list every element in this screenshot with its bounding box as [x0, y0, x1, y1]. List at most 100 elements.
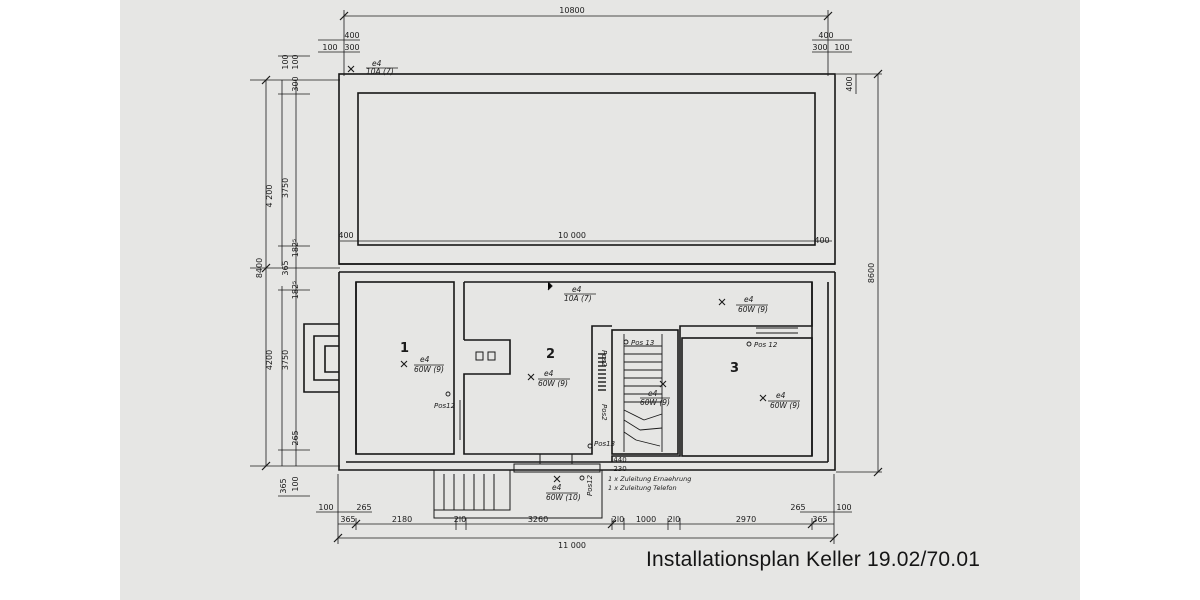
entrance-steps: [433, 453, 603, 519]
room2-light-sub: 60W (9): [538, 379, 568, 388]
staircase: [623, 334, 663, 452]
room1-light-sub: 60W (9): [414, 365, 444, 374]
room-3-number: 3: [730, 361, 739, 376]
switch-label-entry: Pos12: [586, 474, 594, 496]
top-socket-label: e4: [372, 59, 382, 68]
dim-bottom-1000: 1000: [636, 515, 656, 524]
entry-light-sub: 60W (10): [546, 493, 581, 502]
dim-left-100-a: 100: [281, 54, 290, 69]
dim-inner-left-400: 400: [338, 231, 353, 240]
plan-caption: Installationsplan Keller 19.02/70.01: [646, 548, 981, 571]
stair-light-label: e4: [648, 389, 658, 398]
dim-bottom-100-right: 100: [836, 503, 851, 512]
dim-left-365: 365: [281, 260, 290, 275]
annex-inner: [313, 335, 339, 381]
dim-top-total: 10800: [559, 6, 584, 15]
dim-inner-width: 10 000: [558, 231, 586, 240]
dim-bottom-2l0-a: 2l0: [454, 515, 466, 524]
room-2-number: 2: [546, 347, 555, 362]
room-2-chimney: [463, 325, 612, 455]
light-mark-stair: [659, 380, 667, 388]
dim-bottom-365-right: 365: [812, 515, 827, 524]
switch-label-pos2-a: Pos2: [600, 350, 608, 367]
light-mark-hall: [718, 298, 726, 306]
dim-left-100-b: 100: [291, 54, 300, 69]
dim-right-400: 400: [845, 76, 854, 91]
switch-bottom: [587, 443, 593, 449]
switch-room3: [746, 341, 752, 347]
switch-marks: [445, 339, 752, 481]
dim-bottom-2180: 2180: [392, 515, 412, 524]
fixture-labels: e4 10A (7) e4 10A (7) e4 60W (9) e4 60W …: [366, 59, 800, 502]
dim-bottom-2l0-c: 2l0: [668, 515, 680, 524]
radiator: [598, 353, 606, 391]
light-mark-room2: [527, 373, 535, 381]
dim-left-4200-bottom: 4200: [265, 350, 274, 370]
dim-bottom-2970: 2970: [736, 515, 756, 524]
hall-socket-label: e4: [572, 285, 582, 294]
dim-left-365-bottom: 365: [279, 478, 288, 493]
switch-label-room1: Pos12: [434, 402, 456, 410]
dim-left-3750-bottom: 3750: [281, 350, 290, 370]
dim-bottom-2l0-b: 2l0: [612, 515, 624, 524]
hall-light-sub: 60W (9): [738, 305, 768, 314]
switch-label-stair: Pos 13: [631, 339, 654, 347]
room2-light-label: e4: [544, 369, 554, 378]
dimension-lines: [250, 10, 882, 544]
room-3-walls: [681, 337, 813, 457]
note-line-1: 1 x Zuleitung Ernaehrung: [608, 475, 691, 483]
dim-left-100-bottom: 100: [291, 476, 300, 491]
hall-light-label: e4: [744, 295, 754, 304]
dim-top-right-400: 400: [818, 31, 833, 40]
switch-room1: [445, 391, 451, 397]
dim-top-left-300: 300: [344, 43, 359, 52]
switch-labels: Pos12 Pos 12 Pos 13 Pos13 Pos12 Pos2 Pos…: [434, 339, 778, 496]
dim-bottom-265-left: 265: [356, 503, 371, 512]
room3-light-sub: 60W (9): [770, 401, 800, 410]
dim-top-right-100: 100: [834, 43, 849, 52]
room-1-number: 1: [400, 341, 409, 356]
light-mark-entry: [553, 475, 561, 483]
dim-inner-right-400: 400: [814, 236, 829, 245]
room-2-walls: [464, 281, 813, 462]
dim-bottom-265-right: 265: [790, 503, 805, 512]
notes: 1 x Zuleitung Ernaehrung 1 x Zuleitung T…: [608, 475, 691, 492]
dim-right-total: 8600: [867, 263, 876, 283]
dim-small-440: 440: [613, 456, 626, 464]
room-numbers: 1 2 3: [400, 341, 739, 376]
switch-stair: [623, 339, 629, 345]
dim-left-8400: 8400: [255, 258, 264, 278]
dim-top-left-100: 100: [322, 43, 337, 52]
room3-light-label: e4: [776, 391, 786, 400]
chimney: [475, 351, 496, 361]
stair-walls: [611, 329, 679, 455]
dim-left-182-top: 182⁵: [291, 239, 300, 257]
dimension-labels: 10800 400 100 300 400 300 100 10 000 400…: [255, 6, 876, 550]
dim-left-265: 265: [291, 430, 300, 445]
note-line-2: 1 x Zuleitung Telefon: [608, 484, 677, 492]
dim-bottom-total: 11 000: [558, 541, 586, 550]
dim-left-4200-top: 4 200: [265, 185, 274, 208]
hall-socket-sub: 10A (7): [564, 294, 592, 303]
dim-top-left-400: 400: [344, 31, 359, 40]
socket-mark-hall: [547, 281, 553, 291]
annex-outer: [303, 323, 339, 393]
socket-mark-top: [347, 65, 355, 73]
dim-small-230: 230: [613, 465, 626, 473]
dim-left-300: 300: [291, 76, 300, 91]
room1-light-label: e4: [420, 355, 430, 364]
top-socket-sub: 10A (7): [366, 67, 394, 76]
dim-left-182-bottom: 182⁵: [291, 281, 300, 299]
dim-top-right-300: 300: [812, 43, 827, 52]
switch-entry: [579, 475, 585, 481]
light-mark-room3: [759, 394, 767, 402]
fixture-marks: [347, 65, 767, 483]
stair-light-sub: 60W (9): [640, 398, 670, 407]
light-mark-room1: [400, 360, 408, 368]
dim-left-3750-top: 3750: [281, 178, 290, 198]
paper-sheet: [120, 0, 1080, 600]
annex-core: [324, 345, 339, 373]
room-1-walls: [355, 281, 455, 455]
dim-bottom-365-left: 365: [340, 515, 355, 524]
